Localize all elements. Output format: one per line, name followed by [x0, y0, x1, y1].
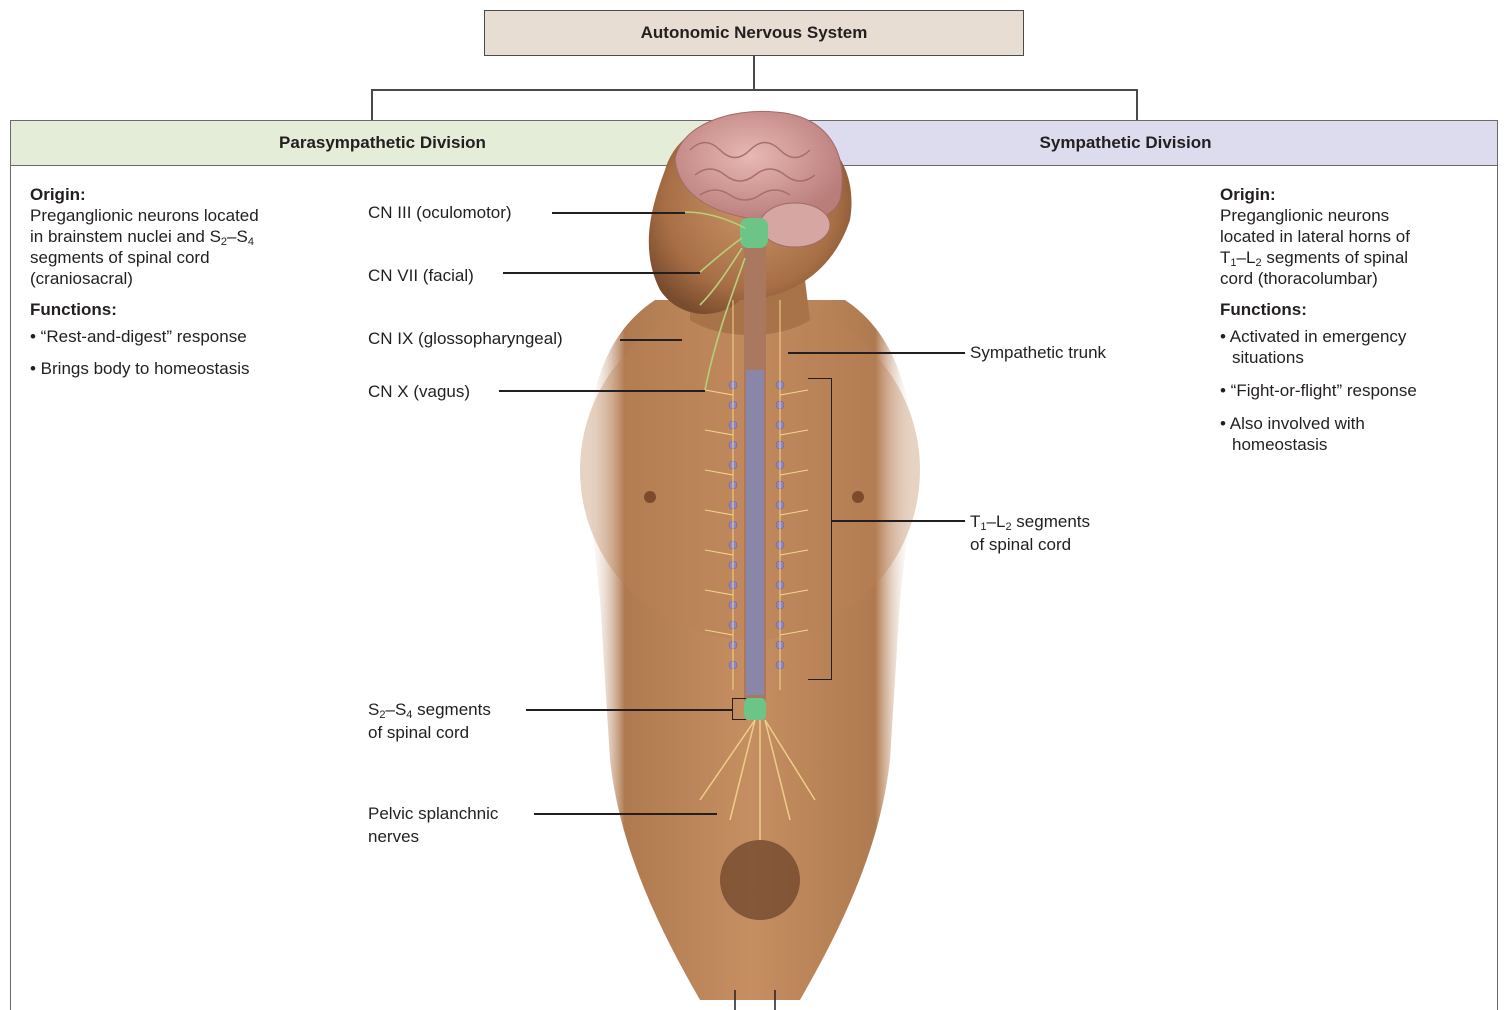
- t1l2-bracket: [808, 378, 832, 680]
- page-title: Autonomic Nervous System: [641, 23, 868, 43]
- frame-left-border: [10, 165, 11, 1010]
- sacral-segments: [744, 698, 766, 720]
- label-t1l2-segments: T1–L2 segments of spinal cord: [970, 510, 1090, 556]
- parasympathetic-header-label: Parasympathetic Division: [279, 133, 486, 153]
- sympathetic-header-label: Sympathetic Division: [1040, 133, 1212, 153]
- sympathetic-trunk-leader: [788, 352, 965, 354]
- cn7-leader: [503, 272, 700, 274]
- cn3-leader: [552, 212, 685, 214]
- symp-function-item: • Activated in emergency: [1220, 326, 1490, 347]
- cn10-leader: [499, 390, 705, 392]
- symp-function-item-cont: homeostasis: [1220, 434, 1490, 455]
- frame-right-border: [1497, 165, 1498, 1010]
- label-pelvic-splanchnic: Pelvic splanchnic nerves: [368, 802, 498, 848]
- symp-function-item: • “Fight-or-flight” response: [1220, 380, 1490, 401]
- label-sympathetic-trunk: Sympathetic trunk: [970, 341, 1106, 364]
- para-origin-heading: Origin:: [30, 185, 340, 205]
- para-function-item: • Brings body to homeostasis: [30, 358, 340, 379]
- t1l2-leader: [832, 520, 965, 522]
- para-function-item: • “Rest-and-digest” response: [30, 326, 340, 347]
- sympathetic-panel: Origin: Preganglionic neurons located in…: [1220, 185, 1490, 455]
- anatomy-illustration: [560, 105, 960, 1010]
- brainstem-nuclei: [740, 218, 768, 248]
- connector-bar: [371, 89, 1137, 91]
- title-box: Autonomic Nervous System: [484, 10, 1024, 56]
- s2s4-leader: [526, 709, 732, 711]
- para-functions-heading: Functions:: [30, 300, 340, 320]
- parasympathetic-panel: Origin: Preganglionic neurons located in…: [30, 185, 340, 379]
- connector-left: [371, 89, 373, 120]
- symp-origin-heading: Origin:: [1220, 185, 1490, 205]
- connector-right: [1136, 89, 1138, 120]
- label-cn9: CN IX (glossopharyngeal): [368, 327, 563, 350]
- label-cn3: CN III (oculomotor): [368, 201, 512, 224]
- symp-function-item-cont: situations: [1220, 347, 1490, 368]
- connector-stem: [753, 56, 755, 90]
- symp-functions-heading: Functions:: [1220, 300, 1490, 320]
- s2s4-bracket: [732, 698, 746, 720]
- cn9-leader: [620, 339, 682, 341]
- symp-function-item: • Also involved with: [1220, 413, 1490, 434]
- label-s2s4-segments: S2–S4 segments of spinal cord: [368, 698, 491, 744]
- label-cn7: CN VII (facial): [368, 264, 474, 287]
- pelvic-leader: [534, 813, 717, 815]
- label-cn10: CN X (vagus): [368, 380, 470, 403]
- para-origin-text: Preganglionic neurons located in brainst…: [30, 205, 340, 289]
- symp-origin-text: Preganglionic neurons located in lateral…: [1220, 205, 1490, 289]
